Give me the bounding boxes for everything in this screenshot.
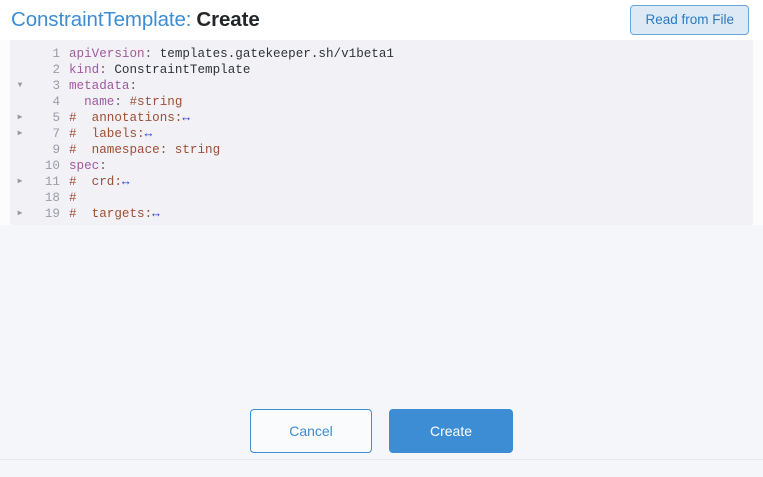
code-text: # targets:↔ xyxy=(60,206,160,222)
fold-collapsed-icon[interactable]: ▶ xyxy=(17,177,23,186)
code-token: # crd: xyxy=(69,175,122,189)
code-token: # labels: xyxy=(69,127,145,141)
code-line[interactable]: ▶11# crd:↔ xyxy=(10,174,753,190)
code-line[interactable]: 4 name: #string xyxy=(10,94,753,110)
code-token: : xyxy=(114,95,122,109)
fold-collapsed-icon[interactable]: ▶ xyxy=(17,129,23,138)
folded-region-badge-icon[interactable]: ↔ xyxy=(144,127,153,141)
line-number: 9 xyxy=(52,143,60,157)
folded-region-badge-icon[interactable]: ↔ xyxy=(182,111,190,125)
line-number: 3 xyxy=(52,79,60,93)
fold-collapsed-icon[interactable]: ▶ xyxy=(17,113,23,122)
line-number: 1 xyxy=(52,47,60,61)
code-line[interactable]: 9 # namespace: string xyxy=(10,142,753,158)
code-token: templates.gatekeeper.sh/v1beta1 xyxy=(152,47,394,61)
page-title: ConstraintTemplate:Create xyxy=(11,7,260,31)
code-text: # annotations:↔ xyxy=(60,110,190,126)
code-line[interactable]: 18 # xyxy=(10,190,753,206)
line-number: 11 xyxy=(44,175,60,189)
folded-region-badge-icon[interactable]: ↔ xyxy=(152,207,160,221)
code-text: # xyxy=(60,190,77,206)
folded-region-badge-icon[interactable]: ↔ xyxy=(121,175,130,189)
code-token: : xyxy=(144,47,153,61)
read-from-file-button[interactable]: Read from File xyxy=(630,4,749,36)
page-header: ConstraintTemplate:Create Read from File xyxy=(0,0,763,40)
code-line[interactable]: ▶5# annotations:↔ xyxy=(10,110,753,126)
code-token: kind xyxy=(69,63,100,77)
code-token: # annotations: xyxy=(69,111,183,125)
code-token: # xyxy=(69,191,77,205)
code-token: ConstraintTemplate xyxy=(106,63,251,77)
footer-divider xyxy=(0,459,763,460)
code-token: : xyxy=(99,159,107,173)
line-number: 4 xyxy=(52,95,60,109)
code-token: spec xyxy=(69,159,100,173)
footer-actions: Cancel Create xyxy=(0,409,763,477)
code-text: name: #string xyxy=(60,94,182,110)
code-text: # namespace: string xyxy=(60,142,220,158)
line-number: 10 xyxy=(44,159,60,173)
line-number: 2 xyxy=(52,63,60,77)
create-button[interactable]: Create xyxy=(389,409,513,453)
code-text: kind: ConstraintTemplate xyxy=(60,62,250,78)
code-token: name xyxy=(69,95,115,109)
line-number: 7 xyxy=(52,127,60,141)
code-line[interactable]: ▶19# targets:↔ xyxy=(10,206,753,222)
cancel-button[interactable]: Cancel xyxy=(250,409,372,453)
code-text: metadata: xyxy=(60,78,137,94)
code-token: apiVersion xyxy=(69,47,145,61)
fold-collapsed-icon[interactable]: ▶ xyxy=(17,209,23,218)
code-text: spec: xyxy=(60,158,107,174)
line-number: 5 xyxy=(52,111,60,125)
code-token: : xyxy=(99,63,107,77)
page-title-resource: ConstraintTemplate: xyxy=(11,7,192,31)
code-line[interactable]: ▶7# labels:↔ xyxy=(10,126,753,142)
page-title-action: Create xyxy=(196,7,260,31)
code-token: #string xyxy=(121,95,183,109)
code-token: # targets: xyxy=(69,207,153,221)
line-number: 18 xyxy=(44,191,60,205)
fold-expanded-icon[interactable]: ▼ xyxy=(17,81,23,90)
code-token: # namespace: string xyxy=(69,143,221,157)
line-number: 19 xyxy=(44,207,60,221)
code-text: apiVersion: templates.gatekeeper.sh/v1be… xyxy=(60,46,394,62)
code-text: # labels:↔ xyxy=(60,126,153,142)
page-body-filler xyxy=(0,225,763,409)
code-token: : xyxy=(129,79,138,93)
code-text: # crd:↔ xyxy=(60,174,130,190)
code-token: metadata xyxy=(69,79,130,93)
